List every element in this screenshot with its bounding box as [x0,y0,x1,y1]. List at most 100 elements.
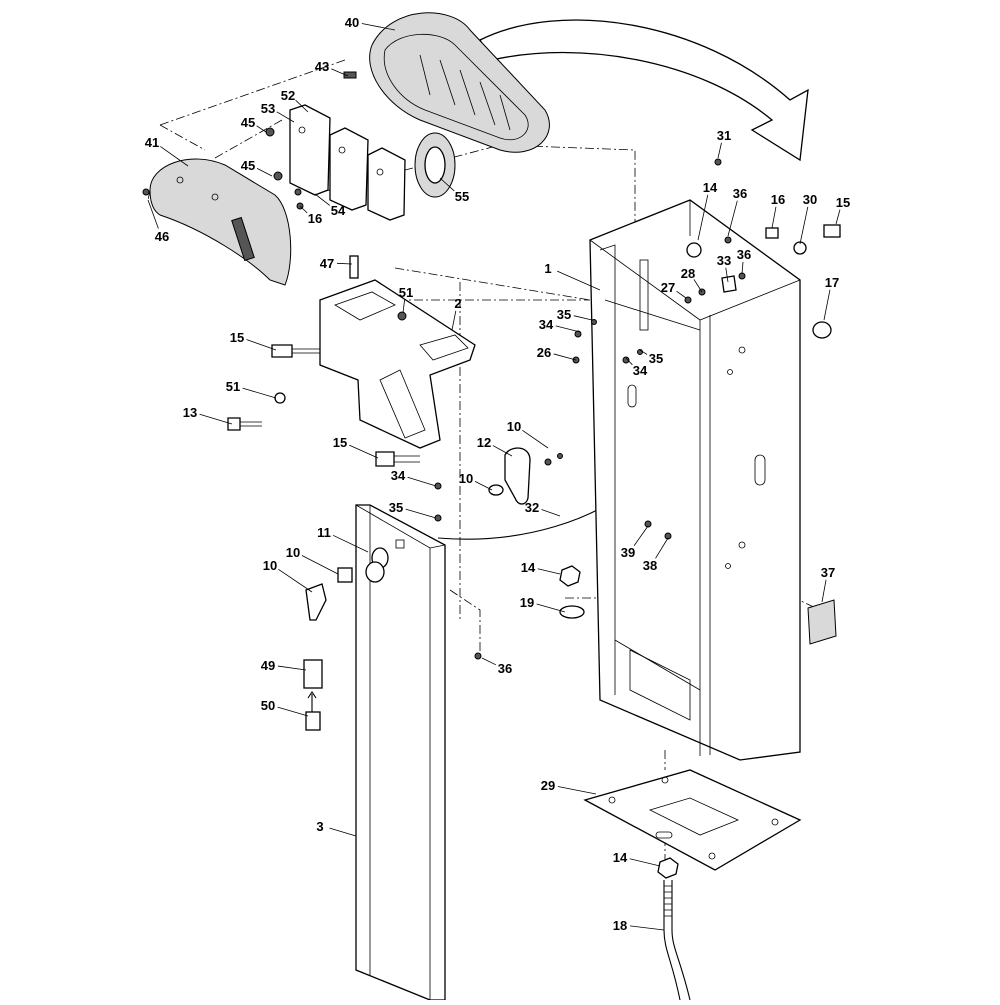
callout-leader-line [481,657,497,666]
callout-leader-line [246,339,277,351]
callout-leader-line [717,142,722,159]
callout-c51b: 51 [226,379,277,399]
callout-c10b: 10 [459,471,493,491]
callout-c14c: 14 [613,850,661,867]
callout-label: 47 [320,256,334,271]
callout-c38: 38 [643,537,669,573]
callout-label: 10 [507,419,521,434]
bolts-left-group [227,344,420,467]
callout-label: 26 [537,345,551,360]
parts-49-50-tags [303,659,323,731]
callout-c33: 33 [717,253,731,283]
callout-label: 52 [281,88,295,103]
callout-c3: 3 [316,819,357,837]
callout-c11: 11 [317,525,369,553]
callout-label: 13 [183,405,197,420]
callout-label: 30 [803,192,817,207]
callout-label: 36 [498,661,512,676]
callout-c15b: 15 [333,435,379,459]
callout-leader-line [402,299,405,314]
callout-c18: 18 [613,918,665,933]
callout-label: 10 [459,471,473,486]
callout-label: 16 [771,192,785,207]
callout-leader-line [823,289,831,321]
callout-leader-line [522,430,549,449]
callout-leader-line [278,568,313,593]
callout-c13: 13 [183,405,233,425]
lock-assembly [305,547,389,621]
callout-label: 31 [717,128,731,143]
callout-label: 39 [621,545,635,560]
callout-leader-line [314,193,331,206]
callout-c35b: 35 [557,307,593,322]
callout-c26: 26 [537,345,577,361]
callout-label: 11 [317,525,331,540]
part-47-pin [349,255,359,279]
callout-leader-line [573,315,593,321]
callout-label: 15 [230,330,244,345]
callout-label: 17 [825,275,839,290]
callout-leader-line [725,267,729,283]
callout-leader-line [256,125,267,133]
callout-c1: 1 [544,261,601,291]
callout-c50: 50 [261,698,309,717]
callout-leader-line [555,325,581,333]
part-29-base-plate [583,769,802,871]
callout-c35a: 35 [389,500,437,519]
callout-leader-line [536,603,566,613]
callout-c54: 54 [314,193,346,218]
callout-c45b: 45 [241,158,273,177]
callout-c49: 49 [261,658,307,673]
callout-leader-line [629,858,661,867]
callout-label: 34 [539,317,554,332]
part-40-drum-cover [369,12,550,153]
callout-c41: 41 [145,135,189,167]
callout-leader-line [492,445,513,457]
callout-c51a: 51 [399,285,413,314]
callout-leader-line [799,206,809,245]
part-37-cover-plate [807,599,837,645]
callout-label: 51 [399,285,413,300]
callout-label: 28 [681,266,695,281]
part-1-column-housing [589,199,801,761]
callout-c36a: 36 [481,657,512,676]
callout-c36b: 36 [727,186,747,237]
callout-c10c: 10 [286,545,339,575]
callout-c39: 39 [621,525,649,560]
callout-label: 10 [286,545,300,560]
callout-c55: 55 [439,177,469,204]
callout-c12: 12 [477,435,513,457]
callout-c34c: 34 [625,357,648,378]
callout-label: 55 [455,189,469,204]
callout-c19: 19 [520,595,566,613]
callout-label: 33 [717,253,731,268]
callout-leader-line [349,444,379,459]
callout-leader-line [553,353,577,361]
callout-c40: 40 [345,15,396,31]
callout-c2: 2 [451,296,462,331]
callout-c15c: 15 [835,195,850,225]
callout-c29: 29 [541,778,597,795]
callout-c32: 32 [525,500,561,517]
part-55-gear [414,132,456,198]
callout-label: 45 [241,158,255,173]
callout-leader-line [332,534,369,553]
callout-label: 49 [261,658,275,673]
callout-c45a: 45 [241,115,267,133]
callout-label: 3 [316,819,323,834]
callout-c14b: 14 [697,180,718,241]
callout-label: 46 [155,229,169,244]
callout-c17: 17 [823,275,839,321]
callout-label: 38 [643,558,657,573]
callout-label: 41 [145,135,159,150]
callout-c31: 31 [717,128,731,159]
callout-leader-line [655,537,669,559]
callout-c16b: 16 [771,192,785,229]
callout-leader-line [639,349,648,355]
callout-label: 37 [821,565,835,580]
callout-leader-line [299,205,308,214]
callout-label: 18 [613,918,627,933]
callout-leader-line [147,199,159,229]
callout-leader-line [276,111,295,123]
